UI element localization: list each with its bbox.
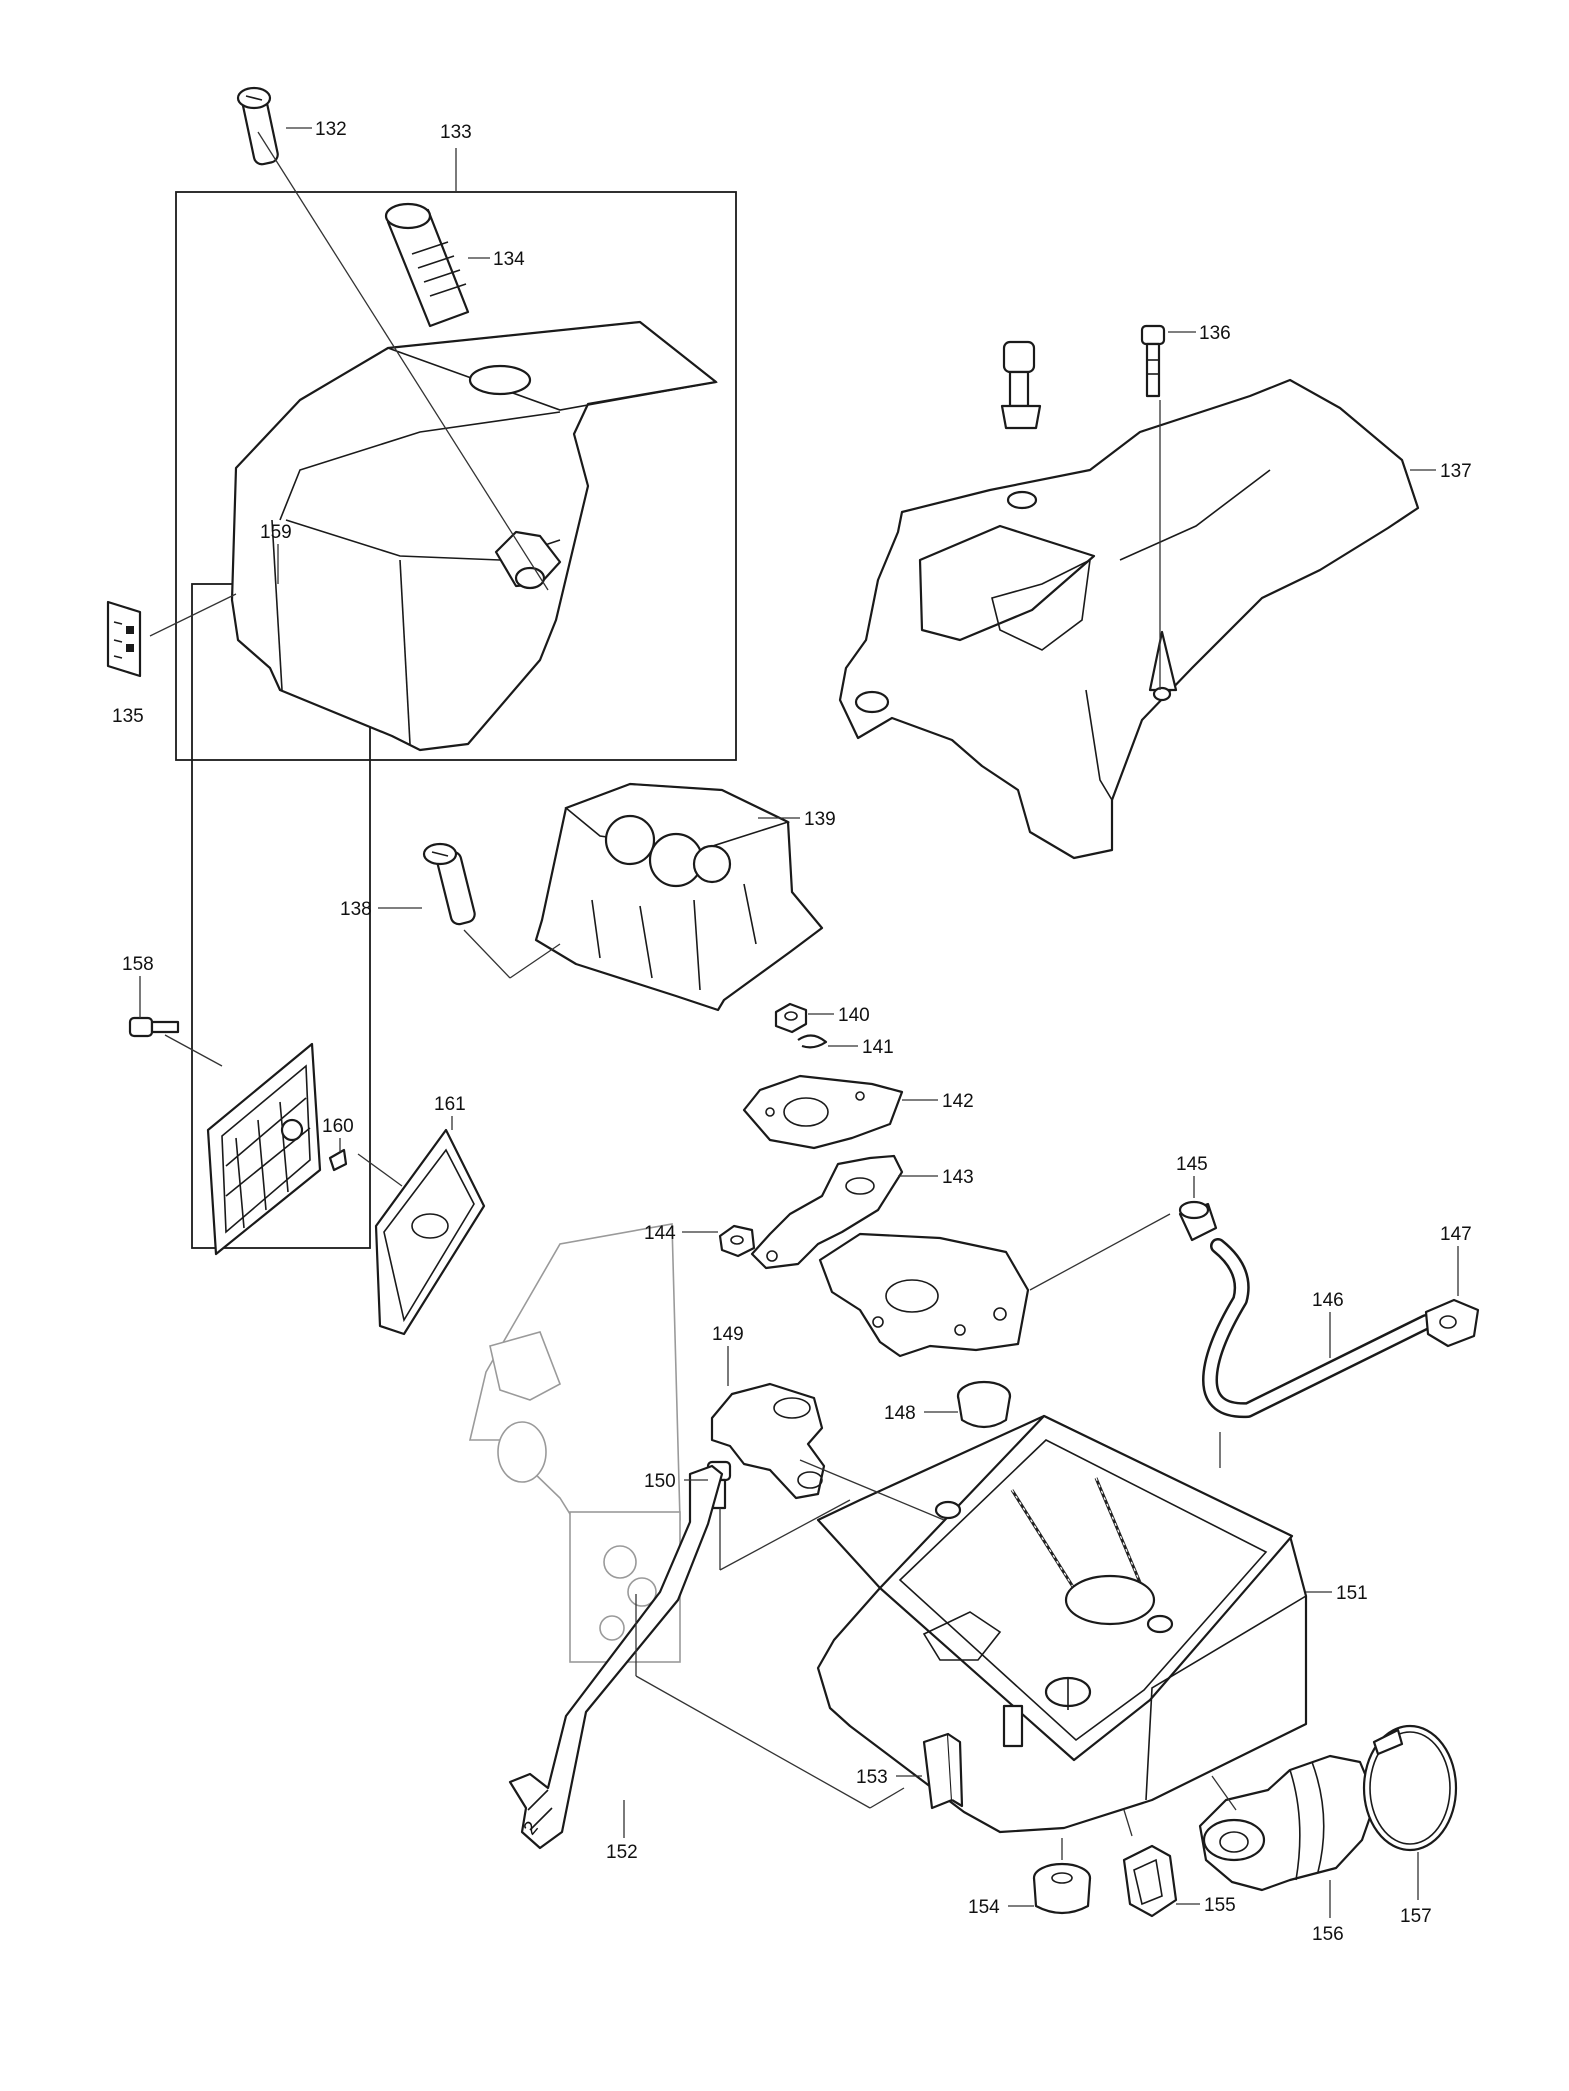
part-147-grommet (1424, 1298, 1480, 1348)
callout-153: 153 (856, 1767, 888, 1788)
part-135-label (106, 600, 142, 678)
callout-152: 152 (606, 1842, 638, 1863)
callout-labels: 132 133 134 135 136 137 138 139 140 141 … (112, 119, 1472, 1945)
part-148-ring (956, 1380, 1012, 1429)
part-153-grommet (922, 1732, 964, 1810)
part-140-nut (774, 1002, 808, 1034)
callout-140: 140 (838, 1005, 870, 1026)
callout-142: 142 (942, 1091, 974, 1112)
part-134-filter-insert (384, 202, 470, 328)
part-155-grommet (1122, 1844, 1178, 1918)
part-133-cover (230, 320, 718, 752)
callout-149: 149 (712, 1324, 744, 1345)
part-137-top-cover (838, 378, 1420, 860)
callout-144: 144 (644, 1223, 676, 1244)
part-152-lever: 2 (508, 1464, 724, 1850)
part-144-nut (718, 1224, 756, 1258)
part-151-filter-housing (816, 1414, 1308, 1834)
part-149-intake-elbow (710, 1382, 826, 1500)
part-143-gasket (750, 1154, 904, 1270)
callout-134: 134 (493, 249, 525, 270)
callout-161: 161 (434, 1094, 466, 1115)
part-156-intake-boot (1198, 1754, 1378, 1892)
callout-139: 139 (804, 809, 836, 830)
part-157-hose-clamp (1362, 1724, 1458, 1852)
part-161-filter-plate (374, 1128, 486, 1336)
callout-150: 150 (644, 1471, 676, 1492)
callout-148: 148 (884, 1403, 916, 1424)
callout-159: 159 (260, 522, 292, 543)
part-142-gasket (742, 1074, 904, 1150)
callout-157: 157 (1400, 1906, 1432, 1927)
callout-158: 158 (122, 954, 154, 975)
callout-155: 155 (1204, 1895, 1236, 1916)
callout-145: 145 (1176, 1154, 1208, 1175)
carburettor (818, 1232, 1030, 1358)
part-136-bolt (1140, 324, 1166, 398)
part-146-hose (1202, 1238, 1434, 1419)
part-132-knob-screw (236, 86, 279, 166)
part-158-screw (128, 1016, 180, 1038)
part-139-air-filter (534, 782, 824, 1012)
part-138-knob-screw (422, 842, 476, 926)
part-154-bushing (1032, 1862, 1092, 1915)
callout-136: 136 (1199, 323, 1231, 344)
callout-160: 160 (322, 1116, 354, 1137)
callout-151: 151 (1336, 1583, 1368, 1604)
part-137-stud (1000, 340, 1042, 430)
callout-141: 141 (862, 1037, 894, 1058)
part-145-grommet (1178, 1200, 1218, 1242)
callout-143: 143 (942, 1167, 974, 1188)
callout-138: 138 (340, 899, 372, 920)
callout-156: 156 (1312, 1924, 1344, 1945)
callout-154: 154 (968, 1897, 1000, 1918)
ghosted-saw-body (468, 1223, 681, 1663)
part-159-grille (206, 1042, 322, 1256)
part-141-clip (797, 1034, 828, 1049)
callout-132: 132 (315, 119, 347, 140)
callout-137: 137 (1440, 461, 1472, 482)
callout-147: 147 (1440, 1224, 1472, 1245)
part-160-screw (328, 1148, 348, 1172)
callout-133: 133 (440, 122, 472, 143)
callout-135: 135 (112, 706, 144, 727)
callout-146: 146 (1312, 1290, 1344, 1311)
leader-lines (139, 127, 1459, 1918)
